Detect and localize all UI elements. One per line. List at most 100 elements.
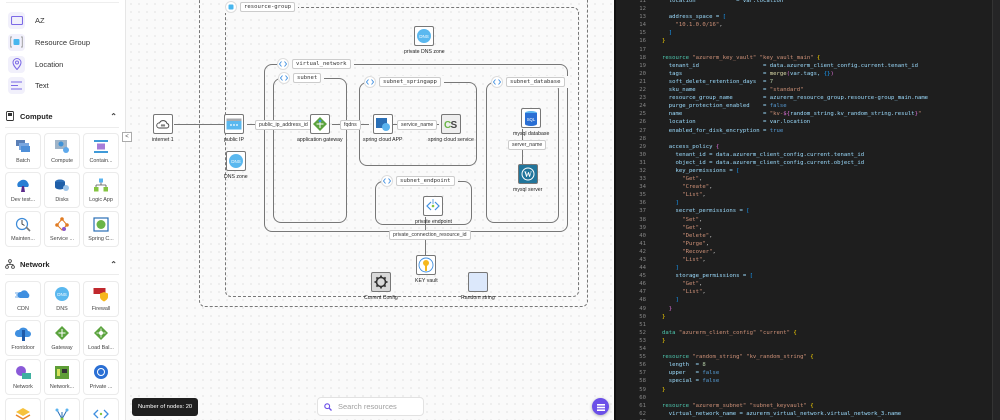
- edge-internet-to-public-ip[interactable]: [174, 124, 224, 125]
- subnet-springapp-label[interactable]: subnet_springapp: [364, 76, 444, 88]
- palette-tile-containers[interactable]: Contain...: [83, 133, 119, 169]
- search-icon: [324, 398, 332, 416]
- shape-item-az[interactable]: AZ: [8, 11, 45, 29]
- palette-tile-compute[interactable]: Compute: [44, 133, 80, 169]
- code-line: 47 "List",: [616, 288, 928, 296]
- palette-tile-disks[interactable]: Disks: [44, 172, 80, 208]
- code-line: 58 special = false: [616, 377, 928, 385]
- line-number: 35: [639, 192, 646, 199]
- line-number: 30: [639, 151, 646, 158]
- collapse-sidebar-button[interactable]: <: [122, 132, 132, 142]
- edge-label-fqdns[interactable]: fqdns: [340, 120, 361, 130]
- node-dns-zone[interactable]: DNS DNS zone: [224, 151, 248, 180]
- node-private-dns-zone[interactable]: DNS private DNS zone: [404, 26, 445, 55]
- section-header-compute[interactable]: Compute ⌃: [5, 108, 117, 124]
- code-line: 42 "Recover",: [616, 248, 928, 256]
- node-random-string[interactable]: Random string: [461, 272, 495, 301]
- code-text: ]: [662, 265, 679, 272]
- chevron-up-icon[interactable]: ⌃: [110, 111, 117, 121]
- palette-tile-spring-cloud[interactable]: Spring C...: [83, 211, 119, 247]
- palette-tile-private-link[interactable]: Private ...: [83, 359, 119, 395]
- edge-label-service-name[interactable]: service_name: [397, 120, 438, 130]
- code-text: "Create",: [662, 184, 713, 191]
- palette-tile-firewall[interactable]: Firewall: [83, 281, 119, 317]
- diagram-canvas[interactable]: resource-group virtual_network subnet su…: [127, 0, 614, 420]
- palette-tile-cdn[interactable]: CDN: [5, 281, 41, 317]
- code-line: 57 upper = false: [616, 369, 928, 377]
- resource-group-boundary[interactable]: [225, 7, 579, 297]
- code-text: tenant_id = data.azurerm_client_config.c…: [662, 151, 865, 158]
- palette-tile-load-balancer[interactable]: Load Bal...: [83, 320, 119, 356]
- shape-item-resource-group[interactable]: Resource Group: [8, 33, 90, 51]
- node-key-vault[interactable]: KEY vault: [415, 255, 438, 284]
- palette-tile-frontdoor[interactable]: Frontdoor: [5, 320, 41, 356]
- code-text: "List",: [662, 257, 706, 263]
- palette-tile-network-interface[interactable]: Network...: [44, 359, 80, 395]
- palette-tile-vnet[interactable]: [83, 398, 119, 420]
- node-current-config[interactable]: Current Config: [364, 272, 398, 301]
- search-resources[interactable]: [317, 397, 424, 416]
- shape-item-location[interactable]: Location: [8, 55, 63, 73]
- code-text: [646, 46, 662, 54]
- line-number: 12: [639, 6, 646, 13]
- code-line: 45 storage_permissions = [: [616, 272, 928, 280]
- menu-fab-button[interactable]: [592, 398, 609, 415]
- location-boundary[interactable]: [199, 0, 588, 307]
- svg-text:SQL: SQL: [527, 117, 536, 122]
- palette-tile-devtest[interactable]: Dev test...: [5, 172, 41, 208]
- resource-group-label[interactable]: resource-group: [225, 1, 299, 13]
- node-spring-cloud-app[interactable]: spring cloud APP: [363, 114, 403, 143]
- subnet-label[interactable]: subnet: [278, 72, 325, 84]
- section-header-network[interactable]: Network ⌃: [5, 256, 117, 272]
- code-text: name = "kv-${random_string.kv_random_str…: [662, 111, 922, 118]
- line-number: 24: [639, 103, 646, 110]
- key-vault-icon: [416, 255, 437, 275]
- code-line: 51: [616, 321, 928, 329]
- node-public-ip[interactable]: public IP: [224, 114, 244, 143]
- node-internet[interactable]: internet 1: [152, 114, 174, 143]
- edge-label-private-connection-resource-id[interactable]: private_connection_resource_id: [389, 230, 471, 240]
- editor-scrollbar[interactable]: [992, 0, 1000, 420]
- code-line: 54: [616, 345, 928, 353]
- line-number: 57: [639, 370, 646, 377]
- edge-label-server-name[interactable]: server_name: [508, 140, 547, 150]
- palette-tile-logic-app[interactable]: Logic App: [83, 172, 119, 208]
- subnet-group[interactable]: [273, 78, 347, 223]
- code-line: 13 address_space = [: [616, 13, 928, 21]
- palette-tile-layers[interactable]: [5, 398, 41, 420]
- node-mysql-database[interactable]: SQL mysql database: [513, 108, 549, 137]
- node-private-endpoint[interactable]: private endpoint: [415, 196, 452, 225]
- node-mysql-server[interactable]: W mysql server: [513, 164, 542, 193]
- svg-text:DNS: DNS: [420, 34, 430, 39]
- network-icon: [15, 364, 31, 380]
- firewall-icon: [93, 286, 109, 302]
- code-line: 63 resource_group_name = azurerm_resourc…: [616, 418, 928, 420]
- chevron-up-icon[interactable]: ⌃: [110, 259, 117, 269]
- palette-tile-batch[interactable]: Batch: [5, 133, 41, 169]
- shape-item-text[interactable]: Text: [8, 76, 49, 94]
- code-text: ]: [662, 30, 673, 37]
- dns-icon: DNS: [54, 286, 70, 302]
- palette-tile-network-tree[interactable]: [44, 398, 80, 420]
- search-input[interactable]: [338, 402, 418, 411]
- spring-cloud-app-icon: [372, 114, 393, 134]
- vnet-icon: [381, 175, 393, 187]
- palette-tile-dns[interactable]: DNS DNS: [44, 281, 80, 317]
- line-number: 32: [639, 167, 646, 174]
- devtest-icon: [15, 177, 31, 193]
- palette-tile-gateway[interactable]: Gateway: [44, 320, 80, 356]
- virtual-network-label[interactable]: virtual_network: [277, 58, 354, 70]
- line-number: 14: [639, 22, 646, 29]
- node-application-gateway[interactable]: application gateway: [297, 114, 343, 143]
- subnet-database-label[interactable]: subnet_database: [491, 76, 568, 88]
- subnet-endpoint-label[interactable]: subnet_endpoint: [381, 175, 458, 187]
- disks-icon: [54, 177, 70, 193]
- shape-item-label: Resource Group: [35, 37, 91, 47]
- palette-tile-network[interactable]: Network: [5, 359, 41, 395]
- line-number: 52: [639, 329, 646, 336]
- svg-text:C: C: [444, 120, 451, 130]
- palette-tile-maintenance[interactable]: Mainten...: [5, 211, 41, 247]
- palette-tile-service-fabric[interactable]: Service ...: [44, 211, 80, 247]
